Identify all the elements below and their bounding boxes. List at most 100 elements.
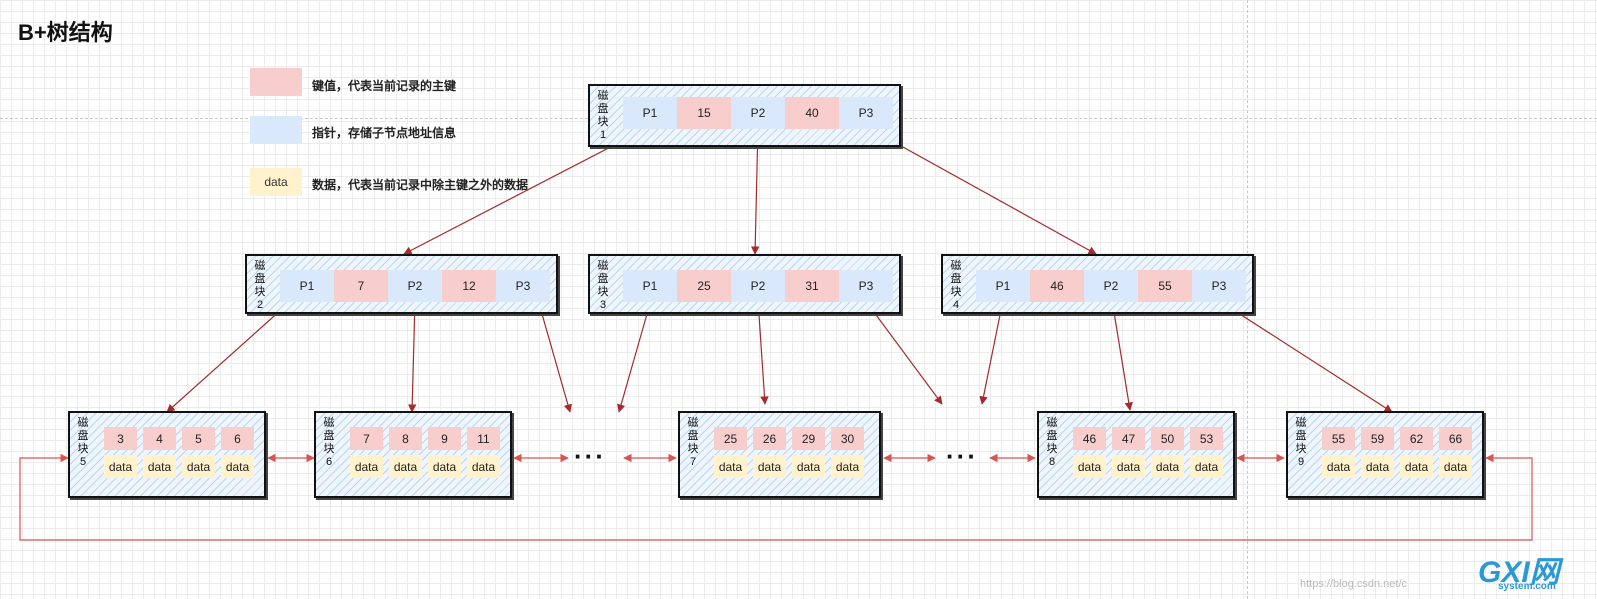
key-cell: 55 <box>1138 270 1192 302</box>
pointer-cell: P3 <box>496 270 550 302</box>
watermark: https://blog.csdn.net/c <box>1300 578 1408 590</box>
key-cell: 47 <box>1112 427 1145 450</box>
data-cell: data <box>1361 455 1394 478</box>
site-logo: GXI网 system.com <box>1478 547 1597 597</box>
key-cell: 3 <box>104 427 137 450</box>
disk-block-label: 磁盘块2 <box>254 260 266 311</box>
legend-data-swatch: data <box>250 168 302 196</box>
key-cell: 25 <box>714 427 747 450</box>
pointer-cell: P2 <box>388 270 442 302</box>
disk-block-4: 磁盘块4 P1 46 P2 55 P3 <box>941 254 1254 314</box>
arrow-b4-p2 <box>1111 299 1133 411</box>
data-cell: data <box>1400 455 1433 478</box>
pointer-cell: P1 <box>976 270 1030 302</box>
key-cell: 53 <box>1190 427 1223 450</box>
disk-block-8: 磁盘块8 46 47 50 53 data data data data <box>1037 411 1235 498</box>
key-cell: 15 <box>677 97 731 129</box>
key-cell: 46 <box>1073 427 1106 450</box>
pointer-cell: P3 <box>839 270 893 302</box>
key-cell: 55 <box>1322 427 1355 450</box>
key-cell: 11 <box>467 427 500 450</box>
data-cell: data <box>467 455 500 478</box>
ellipsis-left: ··· <box>574 441 606 471</box>
key-cell: 46 <box>1030 270 1084 302</box>
key-cell: 62 <box>1400 427 1433 450</box>
data-cell: data <box>714 455 747 478</box>
key-cell: 66 <box>1439 427 1472 450</box>
disk-block-3: 磁盘块3 P1 25 P2 31 P3 <box>588 254 901 314</box>
key-cell: 6 <box>221 427 254 450</box>
data-cell: data <box>792 455 825 478</box>
legend-key-swatch <box>250 68 302 96</box>
arrow-b2-p1 <box>166 299 293 413</box>
pointer-cell: P2 <box>731 270 785 302</box>
key-cell: 9 <box>428 427 461 450</box>
arrow-b1-p2 <box>750 125 760 255</box>
key-cell: 8 <box>389 427 422 450</box>
data-cell: data <box>428 455 461 478</box>
disk-block-2: 磁盘块2 P1 7 P2 12 P3 <box>245 254 558 314</box>
key-cell: 40 <box>785 97 839 129</box>
data-cell: data <box>221 455 254 478</box>
pointer-cell: P2 <box>1084 270 1138 302</box>
disk-block-label: 磁盘块1 <box>597 90 609 141</box>
key-cell: 4 <box>143 427 176 450</box>
disk-block-7: 磁盘块7 25 26 29 30 data data data data <box>678 411 881 498</box>
disk-block-9: 磁盘块9 55 59 62 66 data data data data <box>1286 411 1484 498</box>
disk-block-label: 磁盘块7 <box>687 417 699 468</box>
legend-pointer-text: 指针，存储子节点地址信息 <box>312 126 457 140</box>
data-cell: data <box>350 455 383 478</box>
pointer-cell: P1 <box>623 97 677 129</box>
key-cell: 29 <box>792 427 825 450</box>
data-cell: data <box>831 455 864 478</box>
page-title: B+树结构 <box>18 20 113 45</box>
data-cell: data <box>182 455 215 478</box>
pointer-cell: P1 <box>280 270 334 302</box>
arrow-b3-p3 <box>864 299 943 405</box>
pointer-cell: P3 <box>839 97 893 129</box>
arrow-b2-p3 <box>537 299 572 413</box>
key-cell: 7 <box>334 270 388 302</box>
pointer-cell: P3 <box>1192 270 1246 302</box>
disk-block-label: 磁盘块4 <box>950 260 962 311</box>
disk-block-label: 磁盘块9 <box>1295 417 1307 468</box>
data-cell: data <box>104 455 137 478</box>
data-cell: data <box>1439 455 1472 478</box>
disk-block-label: 磁盘块3 <box>597 260 609 311</box>
arrow-b3-p1 <box>617 299 652 413</box>
arrow-b1-p1 <box>403 125 652 255</box>
disk-block-1: 磁盘块1 P1 15 P2 40 P3 <box>588 84 901 147</box>
key-cell: 30 <box>831 427 864 450</box>
arrow-b4-p3 <box>1217 299 1393 413</box>
legend-data-text: 数据，代表当前记录中除主键之外的数据 <box>312 178 529 192</box>
link-loop <box>19 453 1533 541</box>
arrow-b3-p2 <box>757 299 769 405</box>
key-cell: 31 <box>785 270 839 302</box>
data-cell: data <box>1190 455 1223 478</box>
key-cell: 7 <box>350 427 383 450</box>
legend-key-text: 键值，代表当前记录的主键 <box>312 79 457 93</box>
data-cell: data <box>1112 455 1145 478</box>
disk-block-label: 磁盘块8 <box>1046 417 1058 468</box>
key-cell: 25 <box>677 270 731 302</box>
key-cell: 59 <box>1361 427 1394 450</box>
logo-main-text: GXI网 <box>1478 556 1560 589</box>
ellipsis-right: ··· <box>946 441 978 471</box>
data-cell: data <box>389 455 422 478</box>
pointer-cell: P2 <box>731 97 785 129</box>
arrow-b2-p2 <box>408 299 417 413</box>
key-cell: 5 <box>182 427 215 450</box>
disk-block-label: 磁盘块5 <box>77 417 89 468</box>
logo-sub-text: system.com <box>1498 581 1556 592</box>
data-cell: data <box>143 455 176 478</box>
pointer-cell: P1 <box>623 270 677 302</box>
data-cell: data <box>1322 455 1355 478</box>
disk-block-label: 磁盘块6 <box>323 417 335 468</box>
key-cell: 50 <box>1151 427 1184 450</box>
key-cell: 26 <box>753 427 786 450</box>
disk-block-6: 磁盘块6 7 8 9 11 data data data data <box>314 411 512 498</box>
disk-block-5: 磁盘块5 3 4 5 6 data data data data <box>68 411 266 498</box>
legend-pointer-swatch <box>250 116 302 144</box>
key-cell: 12 <box>442 270 496 302</box>
